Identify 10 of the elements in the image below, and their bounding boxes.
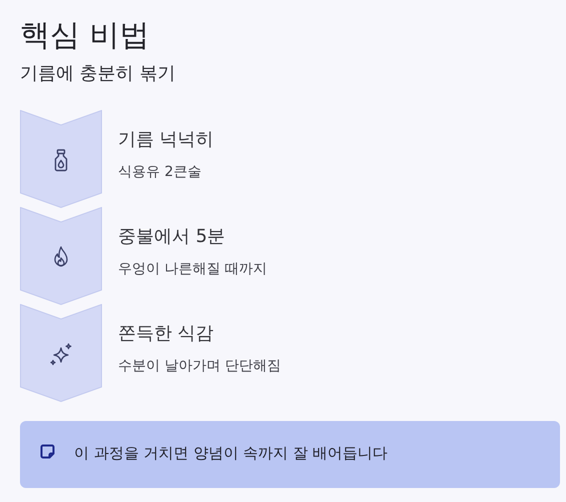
title: 핵심 비법 — [20, 17, 150, 55]
note-text: 이 과정을 거치면 양념이 속까지 잘 배어듭니다 — [74, 443, 388, 464]
step-heading: 중불에서 5분 — [118, 225, 226, 249]
step-description: 우엉이 나른해질 때까지 — [118, 260, 267, 279]
step-description: 수분이 날아가며 단단해짐 — [118, 357, 281, 376]
subtitle: 기름에 충분히 볶기 — [20, 62, 176, 86]
note-panel — [20, 421, 560, 488]
step-heading: 기름 넉넉히 — [118, 128, 214, 152]
step-heading: 쫀득한 식감 — [118, 322, 214, 346]
step-description: 식용유 2큰술 — [118, 163, 202, 182]
